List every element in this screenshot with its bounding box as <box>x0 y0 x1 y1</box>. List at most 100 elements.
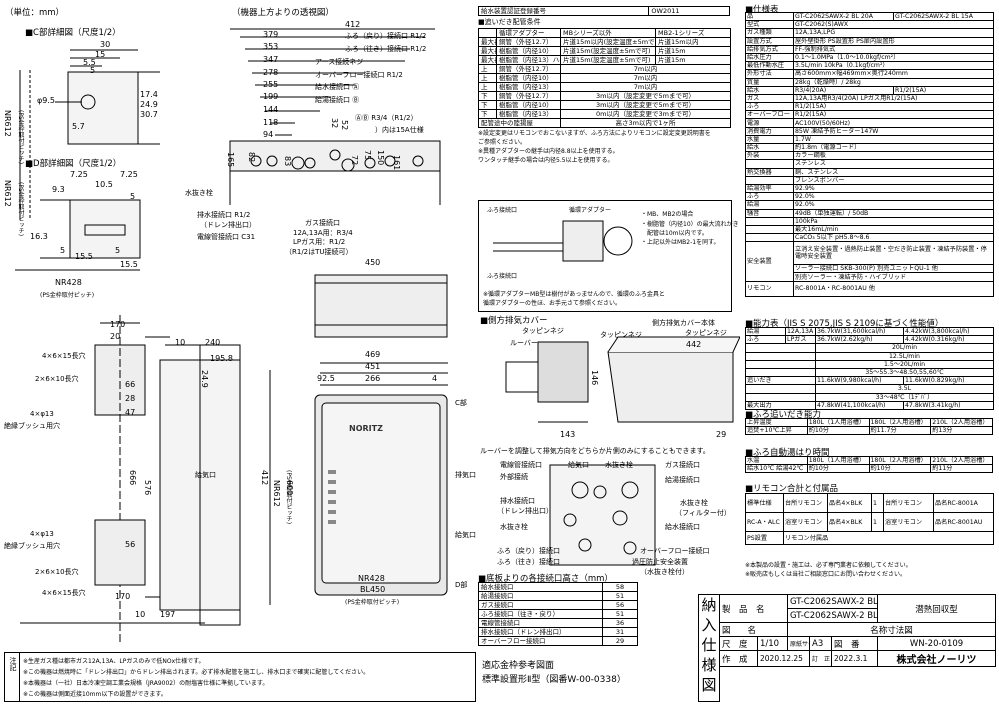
adapter-label-2: 循環アダプター <box>569 207 612 214</box>
top-dim-199: 199 <box>263 92 279 101</box>
cell: CaCO₃ 5以下 pH5.8〜8.6 <box>793 233 994 243</box>
louver-drawing <box>505 336 740 423</box>
d-dim-15-5b: 15.5 <box>120 260 138 269</box>
size-value: A3 <box>809 636 833 651</box>
cell: 追焚+10℃上昇 <box>745 426 808 436</box>
c-dim-5-5: 5.5 <box>83 58 96 67</box>
cell: 外装 <box>745 151 794 161</box>
label-drain-plug: 水抜き栓 <box>185 189 213 197</box>
product-type: 潜熱回収型 <box>877 594 997 623</box>
cell: 立消え安全装置・過熱防止装置・空だき防止装置・凍結予防装置・停電時安全装置 <box>793 241 994 266</box>
cond-note-3: ※異種アダプターの継手は内径8.8以上を使用する。 <box>478 148 619 155</box>
fv-label-slot2: 2×6×10長穴 <box>35 375 79 383</box>
cell: 11.6kW(9,980kcal/h) <box>815 376 904 386</box>
vchar: 図 <box>701 676 717 694</box>
fv-label-bush2: 絶縁ブッシュ用穴 <box>4 542 60 550</box>
d-dim-9-3: 9.3 <box>52 185 65 194</box>
sv-dim-412: 412 <box>260 470 269 486</box>
front-side-drawing <box>20 274 448 645</box>
product-label: 製 品 名 <box>718 594 789 623</box>
cell: 最大16mL/min <box>793 224 994 235</box>
top-dim-379: 379 <box>263 30 279 39</box>
cell: 給水 <box>745 142 794 153</box>
cell: 29 <box>602 636 638 646</box>
conditions-table: 循環アダプター MBシリーズ以外 MB2-1シリーズ 最大長さ銅管（外径12.7… <box>478 28 731 128</box>
cell: 47.8kW(41,100kcal/h) <box>815 400 904 410</box>
cell: 33〜48℃（1ﾃﾞﾊﾞ） <box>815 392 994 402</box>
cell: 水温 <box>745 455 808 466</box>
adapter-note-2: 循環アダプターの性ほ、お手元さて参照ください。 <box>483 300 622 307</box>
table-row: 1.5〜20L/min <box>745 359 994 369</box>
cell: 給水接続口 <box>478 582 603 592</box>
cell: 銅管（外径12.7） <box>496 37 561 47</box>
cell: ブレンスポンバー <box>793 175 994 185</box>
louver-dim-146: 146 <box>590 370 599 386</box>
fv-dim-4: 4 <box>432 374 438 383</box>
adapter-label-7: ・上記以外はMB2-1を同す。 <box>641 239 720 246</box>
louver-label-3: タッピンネジ <box>600 331 642 339</box>
fv-dim-451: 451 <box>365 362 381 371</box>
cell: ふろ <box>745 192 794 202</box>
d-dim-ps2: (PS金枠取付ピッチ) <box>40 292 95 299</box>
cell: 最大長さ <box>478 46 497 56</box>
fv-label-slot4: 4×6×15長穴 <box>42 589 86 597</box>
cell: 31 <box>602 627 638 637</box>
bv-label-furo-sup: ふろ（往き）接続口 <box>497 558 560 566</box>
cell: 35〜55.3〜48.50,55,60℃ <box>815 367 994 378</box>
fv-dim-nr428: NR428 <box>358 574 385 583</box>
cell: 品名4×BLK <box>827 512 872 532</box>
cell: 4.42kW(0.316kg/h) <box>903 335 994 345</box>
cell: 92.9% <box>793 183 994 194</box>
fv-dim-66: 66 <box>125 380 136 389</box>
bv-label-water: 給水接続口 <box>665 523 700 531</box>
fv-dim-197: 197 <box>160 610 176 619</box>
fv-dim-600: 600 <box>285 480 294 496</box>
vchar: 様 <box>701 656 717 674</box>
adapter-label-6: 配管は10m以内です。 <box>647 230 708 237</box>
sv-dim-240: 240 <box>205 338 221 347</box>
sv-dim-ps: (PS金枠取付ピッチ) <box>285 470 292 525</box>
cell: 品名RC-8001A <box>933 493 994 513</box>
size-label: 原紙サイズ <box>787 636 811 651</box>
cell: 片道15m以内(設定温度±5mで可) <box>560 37 656 47</box>
cell: オーバーフロー接続口 <box>478 636 603 646</box>
cell: 3.5L/min 10kPa（0.1kgf/cm²） <box>793 61 994 71</box>
bv-label-air: 給気口 <box>568 461 589 469</box>
label-15a-note: ）内は15A仕様 <box>375 126 424 134</box>
cell: 給水 <box>745 85 794 95</box>
cell: 給排気方式 <box>745 44 794 54</box>
cell: 給湯 <box>745 200 794 210</box>
sv-dim-10: 10 <box>175 338 186 347</box>
cell: 1 <box>871 512 884 532</box>
cell <box>745 224 794 235</box>
d-dim-15-5a: 15.5 <box>75 252 93 261</box>
adapter-label-1: ふろ接続口 <box>487 207 518 214</box>
label-ab-size: ⒶⒷ R3/4（R1/2） <box>355 114 418 122</box>
label-furo-supply: ふろ（往き）接続口 R1/2 <box>345 45 427 53</box>
drawing-name: 名称寸法図 <box>787 622 997 637</box>
cell: PS設置 <box>745 531 784 545</box>
note-line-4: ※この機器は側面近接10mm以下の設置ができます。 <box>23 691 167 698</box>
cell: 品名4×BLK <box>827 493 872 513</box>
top-dim-75: 75 <box>363 150 372 161</box>
cell: リモコン <box>745 280 794 297</box>
c-dim-17-4: 17.4 <box>140 90 158 99</box>
table-row: 最大長さ銅管（外径12.7）片道15m以内(設定温度±5mで可)片道15m以内 <box>478 37 731 47</box>
louver-label-2: ルーバー <box>510 339 538 347</box>
vchar: 入 <box>701 616 717 634</box>
scale-value: 1/10 <box>756 636 789 651</box>
table-row: ステンレス <box>745 159 994 169</box>
revision-value: 2022.3.1 <box>831 650 879 667</box>
cell: 36.7kW(31,600kcal/h) <box>815 326 904 337</box>
cell: 銅管（外径12.7） <box>496 91 561 101</box>
